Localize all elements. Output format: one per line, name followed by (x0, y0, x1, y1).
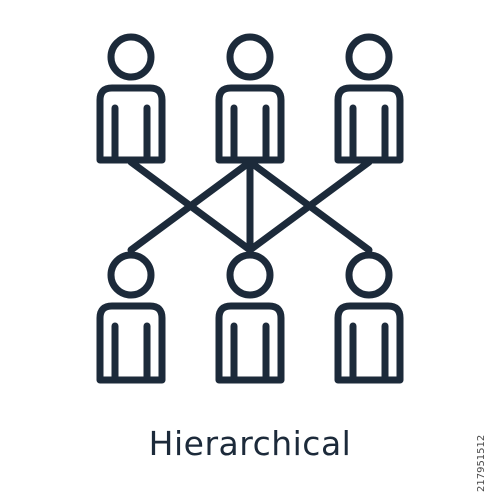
stock-id-label: 217951512 (476, 434, 487, 492)
connection-lines (127, 158, 373, 254)
connector-line (127, 158, 254, 254)
icon-caption: Hierarchical (148, 424, 352, 463)
person-icon-bottom-right (334, 251, 404, 384)
person-icon-top-left (96, 33, 166, 164)
person-icon-top-right (334, 33, 404, 164)
person-icon-top-center (215, 33, 285, 164)
person-icon-bottom-left (96, 251, 166, 384)
person-icon-bottom-center (215, 251, 285, 384)
connector-line (246, 158, 373, 254)
